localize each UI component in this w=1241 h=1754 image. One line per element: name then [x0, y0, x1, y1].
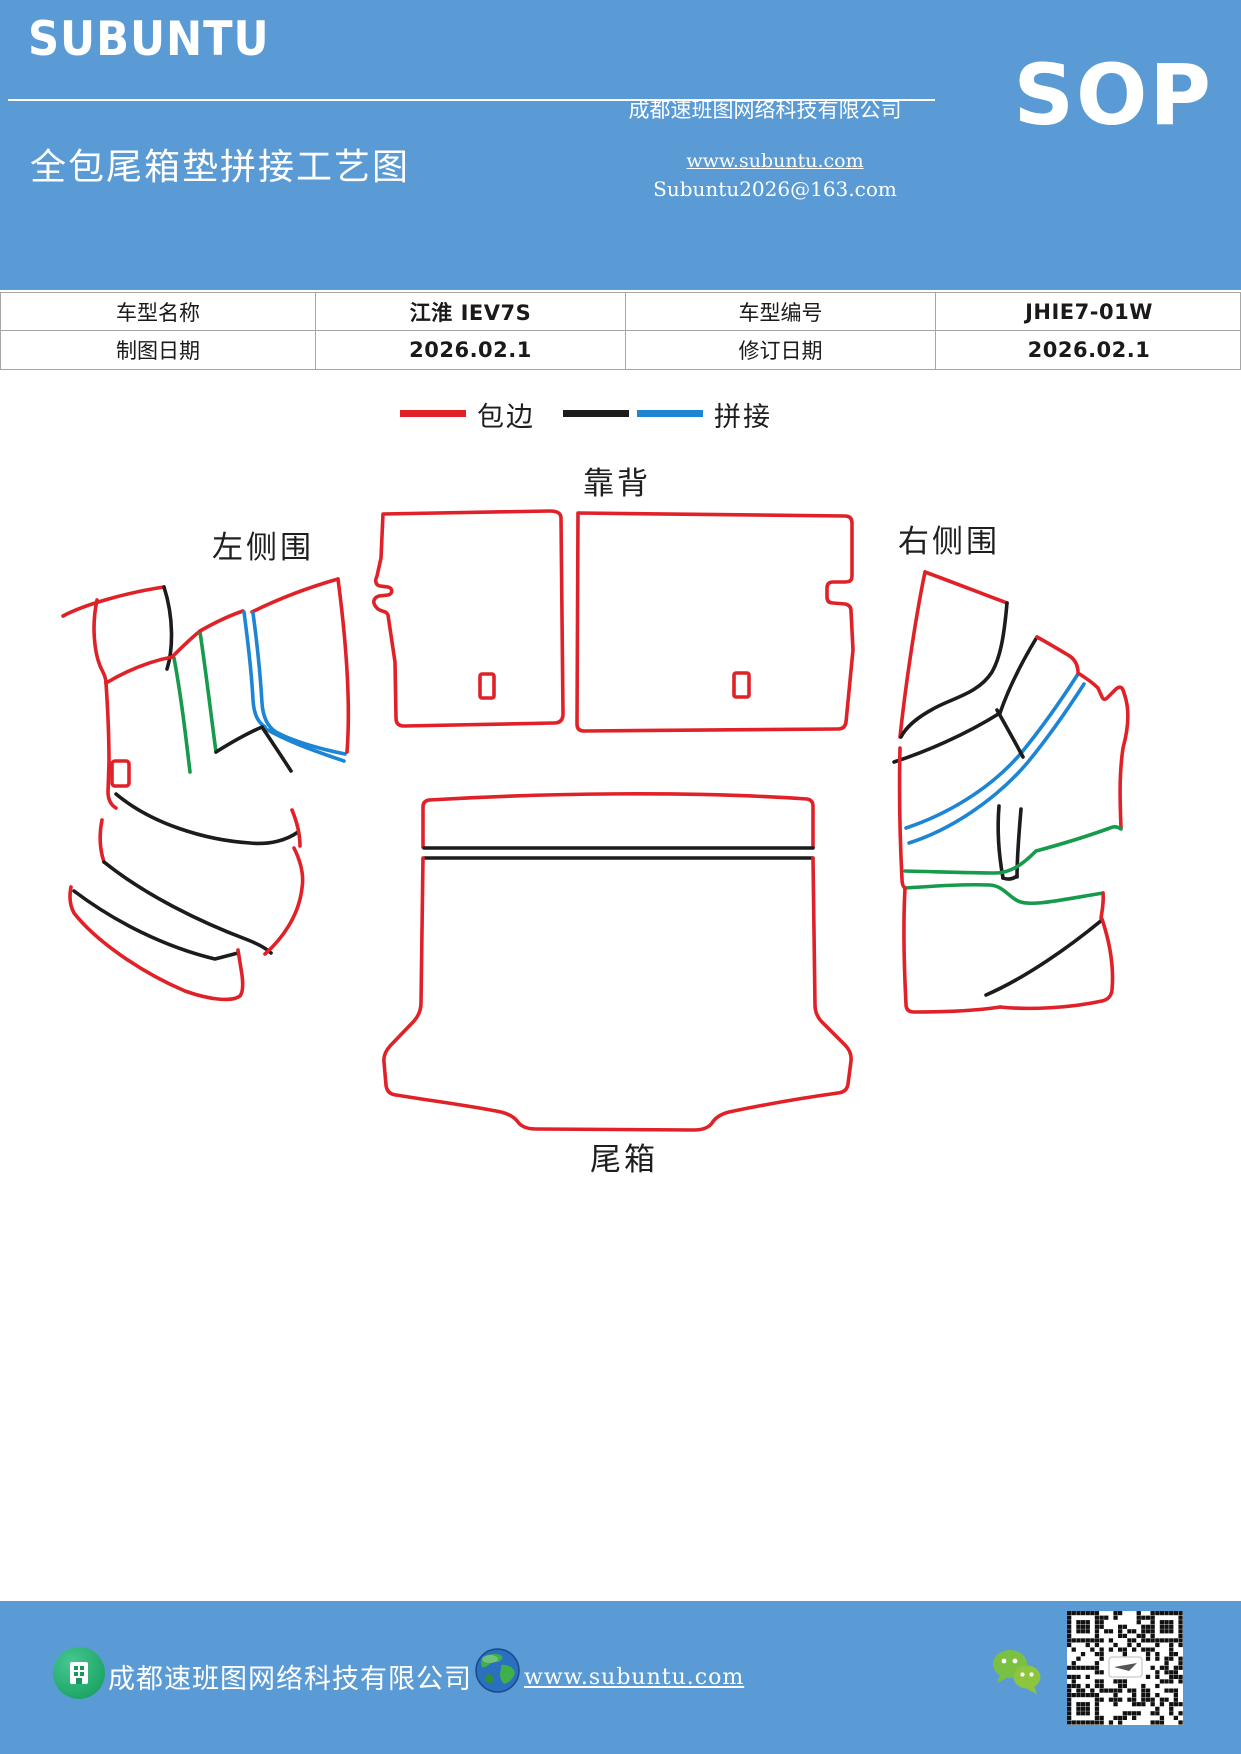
legend-black-swatch: [563, 410, 629, 417]
left-p4-top-edge: [198, 609, 245, 633]
draw-date-label: 制图日期: [1, 331, 316, 369]
right-p2-right-seam: [904, 672, 1080, 830]
page-title: 全包尾箱垫拼接工艺图: [30, 147, 411, 188]
qr-pattern: [1067, 1611, 1183, 1725]
wechat-icon: [993, 1650, 1041, 1694]
right-p1-top-edge: [923, 570, 1009, 605]
left-slot-hole: [110, 759, 131, 788]
qr-code: [1067, 1611, 1183, 1725]
right-green-seam-b: [903, 882, 1105, 906]
right-strip-seam-a: [996, 804, 1005, 880]
right-hub-seam: [995, 708, 1025, 759]
right-p2-top-edge: [1035, 635, 1080, 673]
right-p1-left-edge: [898, 570, 927, 739]
left-p4-right-seam: [242, 610, 267, 729]
left-band1-right-edge: [290, 808, 302, 848]
right-blade-outline: [998, 917, 1115, 1011]
right-strip-seam-b: [1015, 807, 1023, 879]
left-p3-top-edge: [170, 629, 202, 659]
footer-banner: 成都速班图网络科技有限公司 www.subuntu.com: [0, 1601, 1241, 1754]
label-left-side: 左侧围: [212, 530, 314, 566]
left-p1-right-seam: [162, 585, 174, 671]
backrest-left-slot: [478, 672, 496, 700]
left-band2-left-edge: [98, 818, 106, 864]
company-badge-icon: [53, 1647, 105, 1699]
right-column-edge: [897, 746, 907, 890]
model-name-value: 江淮 IEV7S: [316, 293, 626, 331]
right-p2-left-seam: [998, 635, 1039, 715]
header-website-link[interactable]: www.subuntu.com: [686, 150, 864, 172]
right-p3-right-edge: [1118, 694, 1130, 830]
label-trunk: 尾箱: [590, 1142, 658, 1178]
backrest-right-slot: [732, 671, 751, 699]
right-small-edge: [1099, 891, 1106, 920]
model-name-label: 车型名称: [1, 293, 316, 331]
trunk-body-outline: [382, 856, 853, 1132]
left-band2-right-edge: [263, 846, 305, 956]
left-p5-bottom-seam: [264, 727, 346, 763]
header-divider: [8, 99, 935, 101]
legend-red-swatch: [400, 410, 466, 417]
left-p1-left-edge: [92, 598, 108, 685]
footer-company-name: 成都速班图网络科技有限公司: [108, 1664, 472, 1695]
footer-website-link[interactable]: www.subuntu.com: [524, 1665, 745, 1690]
header-company-name: 成都速班图网络科技有限公司: [628, 98, 902, 122]
left-p1-top-edge: [61, 585, 166, 618]
model-code-label: 车型编号: [626, 293, 936, 331]
left-p5-top-edge: [250, 577, 340, 614]
legend-splice-label: 拼接: [714, 402, 772, 433]
left-p5-right-edge: [336, 577, 351, 754]
left-hub-seam-a: [214, 725, 264, 754]
right-p3-notch-edge: [1076, 671, 1127, 702]
legend-binding-label: 包边: [477, 402, 535, 433]
trunk-strip-outline: [421, 792, 815, 849]
left-hub-seam-b: [260, 725, 293, 773]
revise-date-label: 修订日期: [626, 331, 936, 369]
backrest-right-outline: [575, 511, 855, 733]
right-p1-bottom-seam: [899, 601, 1009, 739]
header-email: Subuntu2026@163.com: [653, 177, 897, 201]
pattern-diagram: [61, 509, 1130, 1132]
left-column-edge: [104, 681, 118, 810]
draw-date-value: 2026.02.1: [316, 331, 626, 369]
right-green-seam-a: [903, 825, 1123, 875]
left-band2-top-seam: [102, 860, 273, 955]
right-blade-seam: [984, 918, 1104, 997]
right-bottom-left-edge: [902, 886, 1002, 1014]
right-p3-left-seam: [907, 682, 1086, 845]
backrest-left-outline: [372, 509, 565, 728]
left-p2-right-seam: [172, 656, 192, 774]
globe-icon: [475, 1648, 520, 1693]
building-icon: [70, 1662, 88, 1684]
left-band1-top-seam: [114, 792, 300, 846]
company-logo: SUBUNTU: [28, 12, 270, 67]
left-blade-top-seam: [72, 889, 240, 961]
revise-date-value: 2026.02.1: [1027, 338, 1151, 362]
left-p5-left-seam: [251, 611, 347, 756]
legend-blue-swatch: [637, 410, 703, 417]
right-strip-seam-c: [1001, 874, 1019, 881]
right-band-top-seam: [892, 711, 1002, 764]
sop-watermark: SOP: [1013, 46, 1213, 144]
label-backrest: 靠背: [583, 466, 651, 502]
left-p3-right-seam: [198, 630, 218, 754]
model-code-value: JHIE7-01W: [936, 293, 1241, 331]
left-p2-top-edge: [104, 655, 174, 685]
label-right-side: 右侧围: [898, 524, 1000, 560]
left-blade-outline: [68, 885, 245, 1002]
vehicle-info-table: 车型名称 江淮 IEV7S 车型编号 JHIE7-01W 制图日期 2026.0…: [0, 292, 1241, 370]
header-banner: SUBUNTU 全包尾箱垫拼接工艺图 成都速班图网络科技有限公司 www.sub…: [0, 0, 1241, 290]
